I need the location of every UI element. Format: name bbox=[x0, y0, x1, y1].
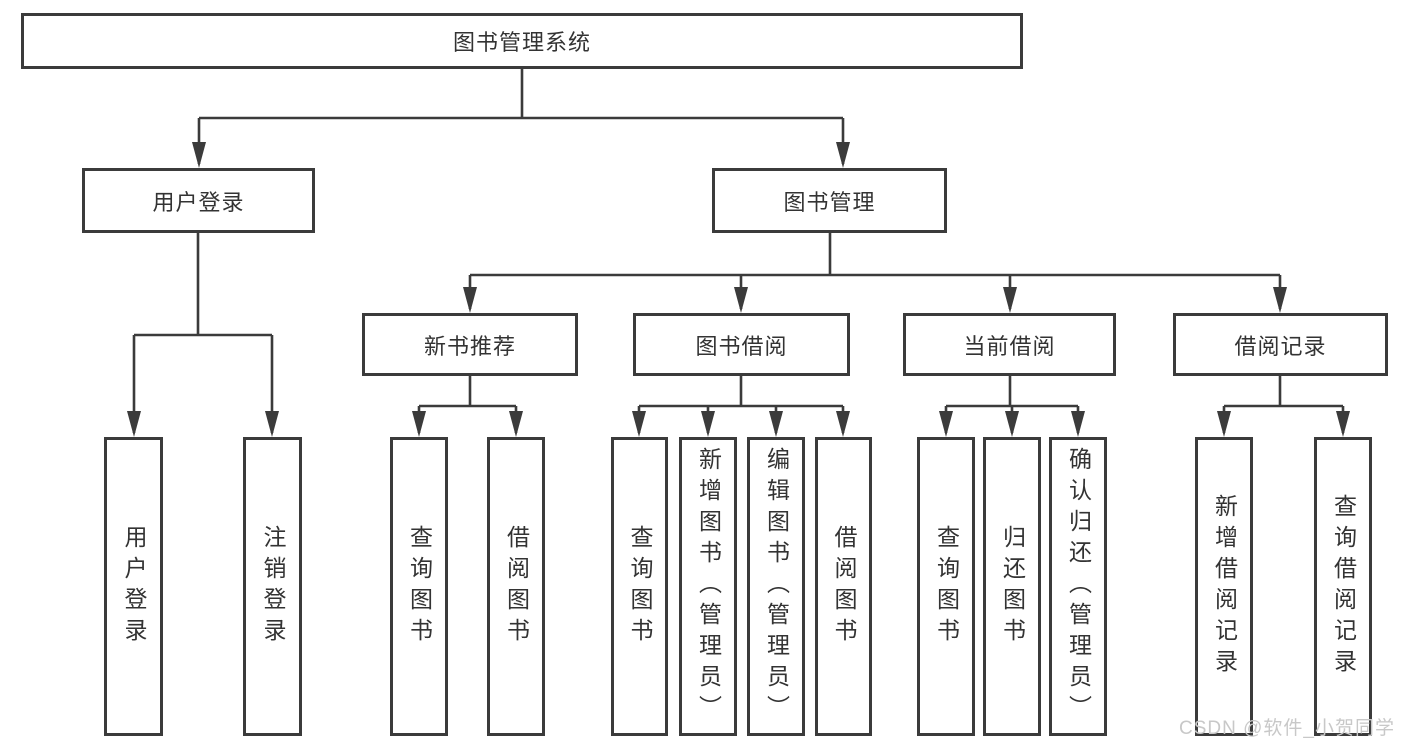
leaf-logout: 注销登录 bbox=[243, 437, 302, 736]
leaf-add-books-admin: 新增图书（管理员） bbox=[679, 437, 737, 736]
node-new-book-recommend: 新书推荐 bbox=[362, 313, 578, 376]
leaf-borrow-books-recommend: 借阅图书 bbox=[487, 437, 545, 736]
leaf-query-books-borrowing-label: 查询图书 bbox=[627, 524, 653, 649]
node-library-system-label: 图书管理系统 bbox=[452, 30, 591, 55]
node-user-login-label: 用户登录 bbox=[152, 189, 245, 215]
leaf-borrow-books-borrowing-label: 借阅图书 bbox=[831, 524, 857, 649]
leaf-return-books-label: 归还图书 bbox=[999, 524, 1026, 649]
arrowheads bbox=[127, 142, 1350, 437]
node-book-management-label: 图书管理 bbox=[783, 189, 876, 215]
node-new-book-recommend-label: 新书推荐 bbox=[423, 333, 516, 359]
leaf-add-books-admin-label: 新增图书（管理员） bbox=[695, 447, 722, 726]
leaf-query-borrow-record: 查询借阅记录 bbox=[1314, 437, 1372, 736]
leaf-query-books-current: 查询图书 bbox=[917, 437, 975, 736]
leaf-return-books: 归还图书 bbox=[983, 437, 1041, 736]
node-borrowing-records: 借阅记录 bbox=[1173, 313, 1388, 376]
connector-paths bbox=[132, 69, 1345, 433]
leaf-confirm-return-admin: 确认归还（管理员） bbox=[1049, 437, 1107, 736]
leaf-logout-label: 注销登录 bbox=[260, 524, 286, 649]
leaf-borrow-books-borrowing: 借阅图书 bbox=[815, 437, 872, 736]
leaf-query-books-recommend-label: 查询图书 bbox=[406, 524, 433, 649]
leaf-borrow-books-recommend-label: 借阅图书 bbox=[503, 524, 530, 649]
leaf-confirm-return-admin-label: 确认归还（管理员） bbox=[1065, 447, 1092, 726]
node-current-borrowing-label: 当前借阅 bbox=[963, 333, 1056, 359]
node-borrowing-records-label: 借阅记录 bbox=[1234, 333, 1327, 359]
node-library-system: 图书管理系统 bbox=[21, 13, 1023, 69]
leaf-user-login-label: 用户登录 bbox=[121, 524, 147, 649]
leaf-user-login: 用户登录 bbox=[104, 437, 163, 736]
leaf-add-borrow-record: 新增借阅记录 bbox=[1195, 437, 1253, 736]
leaf-query-borrow-record-label: 查询借阅记录 bbox=[1330, 493, 1357, 680]
node-current-borrowing: 当前借阅 bbox=[903, 313, 1116, 376]
leaf-query-books-current-label: 查询图书 bbox=[933, 524, 960, 649]
node-book-borrowing-label: 图书借阅 bbox=[695, 333, 788, 359]
leaf-edit-books-admin-label: 编辑图书（管理员） bbox=[763, 447, 790, 726]
leaf-query-books-borrowing: 查询图书 bbox=[611, 437, 668, 736]
leaf-query-books-recommend: 查询图书 bbox=[390, 437, 448, 736]
node-book-borrowing: 图书借阅 bbox=[633, 313, 850, 376]
leaf-add-borrow-record-label: 新增借阅记录 bbox=[1211, 493, 1238, 680]
leaf-edit-books-admin: 编辑图书（管理员） bbox=[747, 437, 805, 736]
node-user-login: 用户登录 bbox=[82, 168, 315, 233]
csdn-watermark: CSDN @软件_小贺同学 bbox=[1179, 718, 1395, 739]
node-book-management: 图书管理 bbox=[712, 168, 947, 233]
